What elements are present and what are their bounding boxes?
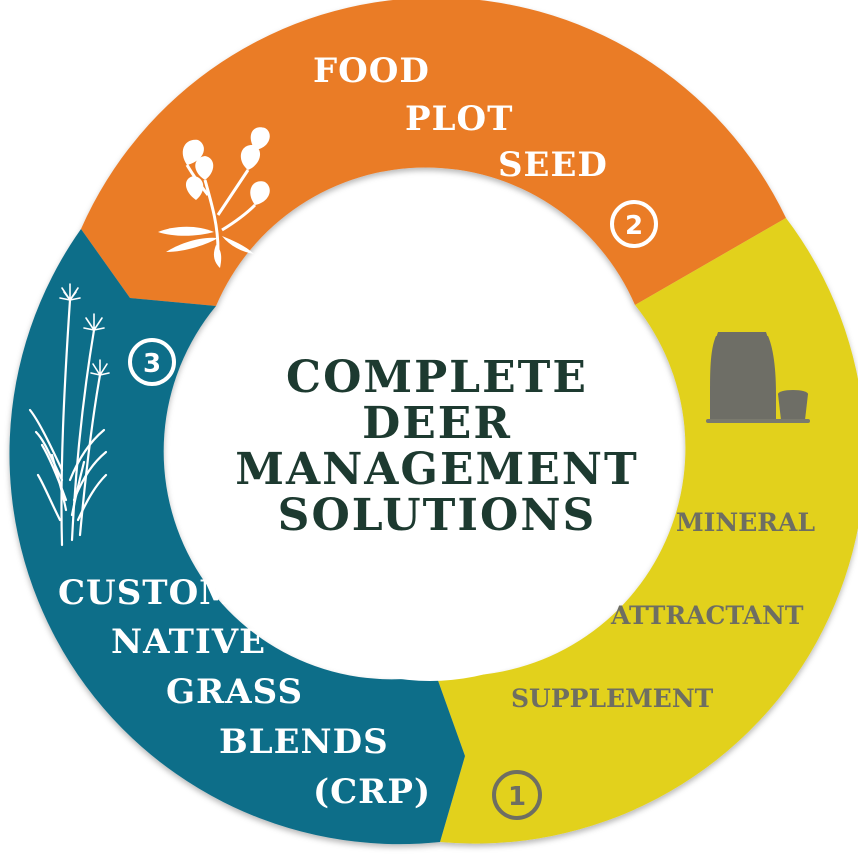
segment-3-label-1: CUSTOM [58,573,238,613]
segment-3-label-4: BLENDS [219,722,389,762]
segment-2-label-1: FOOD [313,51,430,91]
food-plot-seed-label: FOOD PLOT SEED [313,51,608,185]
step-3-badge: 3 [128,338,176,386]
center-title-line-1: COMPLETE [286,352,588,403]
native-grass-icon [28,283,110,547]
feed-bag-icon [706,332,810,423]
segment-1-label-3: SUPPLEMENT [511,684,714,713]
step-2-badge: 2 [610,200,658,248]
center-title: COMPLETE DEER MANAGEMENT SOLUTIONS [235,352,639,541]
custom-native-grass-blends-segment [9,229,465,845]
step-1-number: 1 [508,782,526,812]
segment-1-label-1: MINERAL [676,508,815,537]
center-title-line-3: MANAGEMENT [235,444,639,495]
step-2-number: 2 [625,211,643,241]
seedling-plant-icon [158,127,270,268]
step-1-badge: 1 [492,770,542,820]
segment-3-label-5: (CRP) [313,772,431,812]
segment-1-label-2: ATTRACTANT [610,601,804,630]
center-title-line-4: SOLUTIONS [278,490,597,541]
custom-native-grass-blends-label: CUSTOM NATIVE GRASS BLENDS (CRP) [58,573,431,812]
food-plot-seed-segment [81,0,786,306]
segment-3-label-2: NATIVE [111,622,266,662]
segment-2-label-2: PLOT [405,99,513,139]
segment-3-label-3: GRASS [166,672,303,712]
center-circle [204,229,656,681]
step-3-number: 3 [143,349,161,379]
center-title-line-2: DEER [362,398,512,449]
segment-2-label-3: SEED [498,145,608,185]
mineral-attractant-supplement-label: MINERAL ATTRACTANT SUPPLEMENT [511,508,815,713]
